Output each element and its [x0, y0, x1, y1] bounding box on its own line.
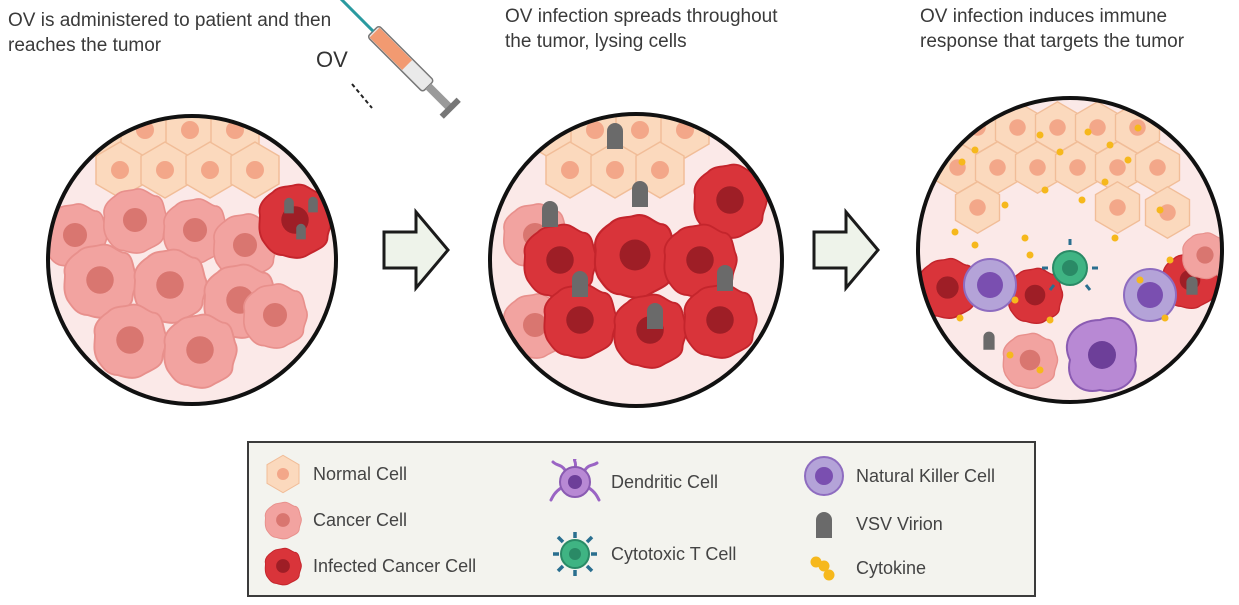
legend-label: Dendritic Cell [611, 471, 719, 492]
legend-label: VSV Virion [856, 513, 943, 534]
step2-caption: OV infection spreads throughout the tumo… [505, 6, 778, 52]
infected-cancer-cell-icon [264, 547, 302, 586]
step3-caption: OV infection induces immune response tha… [920, 6, 1185, 52]
arrow-icon-2 [812, 207, 880, 293]
dendritic-cell-icon [549, 459, 601, 502]
legend-item-cytokine: Cytokine [802, 547, 926, 589]
cytokine-icon [810, 556, 835, 581]
legend-item-natural-killer-cell: Natural Killer Cell [802, 455, 995, 497]
legend-item-infected-cancer-cell: Infected Cancer Cell [263, 545, 476, 587]
legend: Normal Cell Cancer Cell Infected Cancer … [247, 441, 1036, 597]
step1-caption: OV is administered to patient and then r… [8, 10, 332, 56]
natural-killer-cell-icon [804, 456, 844, 496]
arrow-icon-1 [382, 207, 450, 293]
legend-label: Cancer Cell [313, 509, 408, 530]
cancer-cell-icon [264, 501, 302, 540]
legend-item-dendritic-cell: Dendritic Cell [549, 459, 719, 503]
legend-item-cytotoxic-t-cell: Cytotoxic T Cell [549, 532, 737, 576]
tumor-stage3 [918, 98, 1222, 402]
tumor-stage2 [490, 114, 782, 406]
vsv-virion-icon [816, 512, 832, 538]
legend-label: Normal Cell [313, 463, 408, 484]
syringe-label: OV [316, 47, 348, 72]
normal-cell-icon [266, 454, 300, 494]
cytotoxic-t-cell-icon [553, 532, 597, 576]
legend-item-cancer-cell: Cancer Cell [263, 499, 407, 541]
legend-label: Cytotoxic T Cell [611, 543, 737, 564]
syringe-icon [328, 0, 461, 119]
legend-label: Cytokine [856, 557, 927, 578]
legend-label: Natural Killer Cell [856, 465, 996, 486]
legend-label: Infected Cancer Cell [313, 555, 477, 576]
tumor-stage1 [48, 116, 336, 404]
legend-item-vsv-virion: VSV Virion [802, 503, 943, 545]
diagram-stage [46, 0, 1224, 408]
legend-item-normal-cell: Normal Cell [263, 453, 407, 495]
